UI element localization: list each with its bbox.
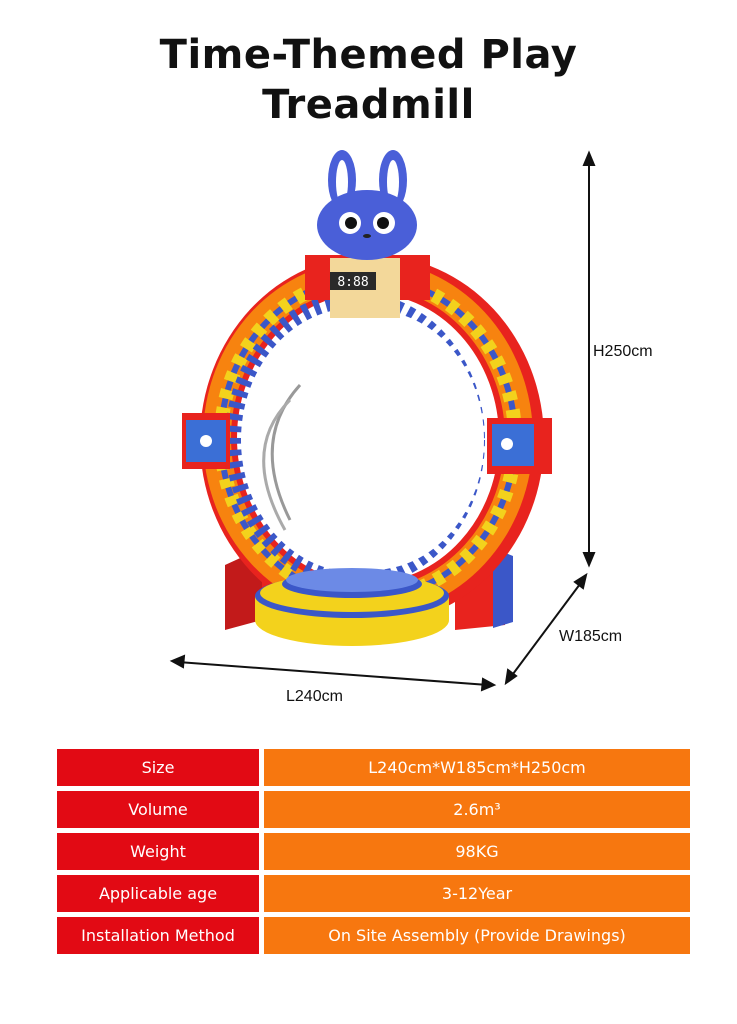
side-panels: [182, 413, 552, 474]
clock-readout: 8:88: [337, 275, 368, 290]
spec-row: Applicable age 3-12Year: [57, 875, 690, 912]
top-display-block: 8:88: [305, 255, 430, 318]
title-line-2: Treadmill: [262, 82, 475, 128]
spec-value: 98KG: [264, 833, 690, 870]
spec-row: Size L240cm*W185cm*H250cm: [57, 749, 690, 786]
spec-label: Weight: [57, 833, 259, 870]
bunny-head: [317, 150, 417, 260]
spec-label: Volume: [57, 791, 259, 828]
ring-frame: [200, 255, 544, 625]
dimension-arrows: [169, 150, 596, 692]
spec-label: Applicable age: [57, 875, 259, 912]
width-label: W185cm: [559, 628, 623, 645]
spec-label: Installation Method: [57, 917, 259, 954]
product-illustration: 8:88: [169, 150, 596, 692]
spec-value: L240cm*W185cm*H250cm: [264, 749, 690, 786]
spec-label: Size: [57, 749, 259, 786]
spec-value: 2.6m³: [264, 791, 690, 828]
length-label: L240cm: [286, 688, 343, 705]
height-label: H250cm: [593, 343, 653, 360]
spec-row: Volume 2.6m³: [57, 791, 690, 828]
spec-value: On Site Assembly (Provide Drawings): [264, 917, 690, 954]
spec-row: Weight 98KG: [57, 833, 690, 870]
podium: [255, 568, 449, 646]
spec-value: 3-12Year: [264, 875, 690, 912]
spec-row: Installation Method On Site Assembly (Pr…: [57, 917, 690, 954]
title-line-1: Time-Themed Play: [159, 32, 578, 78]
page-title: Time-Themed Play Treadmill: [0, 30, 737, 130]
spec-table: Size L240cm*W185cm*H250cm Volume 2.6m³ W…: [57, 749, 690, 959]
